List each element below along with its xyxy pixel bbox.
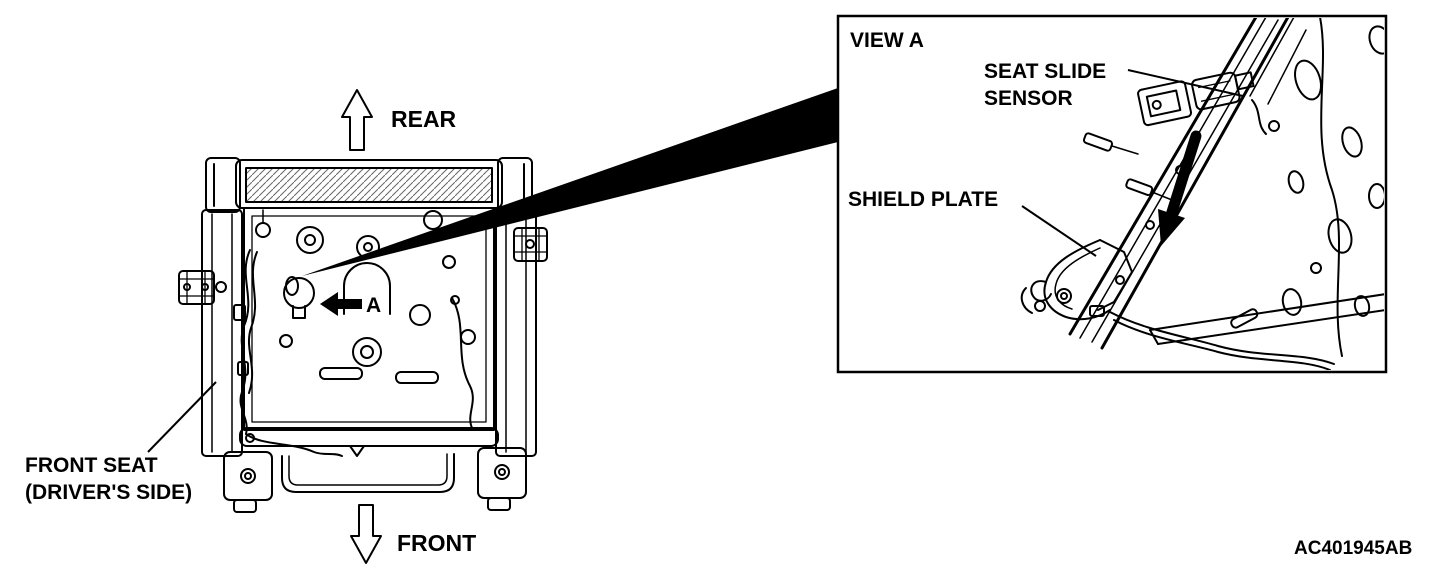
front-foot-left: [223, 451, 273, 513]
up-outline-arrow-icon: [341, 89, 373, 151]
hinge-bracket-right: [513, 227, 548, 262]
front-seat-leader-line: [147, 381, 217, 453]
seat-slide-sensor: [1137, 80, 1193, 127]
shield-plate-leader-line: [1021, 205, 1097, 257]
sensor-harness: [1109, 311, 1335, 365]
seat-rail: [1068, 18, 1258, 336]
front-seat-drawing: [178, 157, 548, 513]
keyhole-opening: [283, 277, 315, 309]
seat-slide-sensor-label-line2: SENSOR: [984, 87, 1073, 110]
rear-endcap-left: [205, 157, 241, 213]
detail-marker-a: A: [366, 294, 382, 317]
frame-panel: [1319, 18, 1343, 357]
center-arch: [343, 262, 391, 315]
figure-code: AC401945AB: [1294, 538, 1413, 559]
seat-slide-sensor-label-line1: SEAT SLIDE: [984, 60, 1107, 83]
view-a-box: [836, 14, 1388, 374]
rear-crossmember-hatch: [245, 167, 493, 203]
seat-slide-sensor-label: SEAT SLIDE SENSOR: [984, 58, 1106, 112]
front-foot-right: [477, 447, 527, 511]
view-a-callout-wedge: [302, 88, 838, 276]
front-seat-label-line2: (DRIVER'S SIDE): [25, 481, 193, 504]
left-solid-arrow-icon: [320, 292, 362, 316]
front-seat-label-line1: FRONT SEAT: [25, 454, 158, 477]
seat-pan: [243, 207, 495, 431]
front-seat-label: FRONT SEAT (DRIVER'S SIDE): [25, 452, 192, 506]
slide-rail-left: [201, 209, 243, 457]
hinge-bracket-left: [178, 270, 227, 305]
view-a-title: VIEW A: [850, 29, 924, 52]
down-solid-arrow-icon: [1158, 130, 1202, 246]
front-label: FRONT: [397, 530, 477, 556]
view-a-detail-drawing: [1020, 18, 1384, 370]
shield-plate-label: SHIELD PLATE: [848, 188, 999, 211]
height-adjust-handle: [281, 453, 455, 493]
sensor-location-mark: [285, 276, 299, 296]
down-outline-arrow-icon: [350, 504, 382, 564]
sensor-leader-line: [1127, 69, 1244, 97]
slide-rail-right: [495, 209, 537, 457]
front-crossmember: [239, 427, 499, 447]
shield-plate: [1020, 239, 1133, 321]
rear-label: REAR: [391, 106, 457, 132]
wiring-harness: [233, 249, 474, 457]
